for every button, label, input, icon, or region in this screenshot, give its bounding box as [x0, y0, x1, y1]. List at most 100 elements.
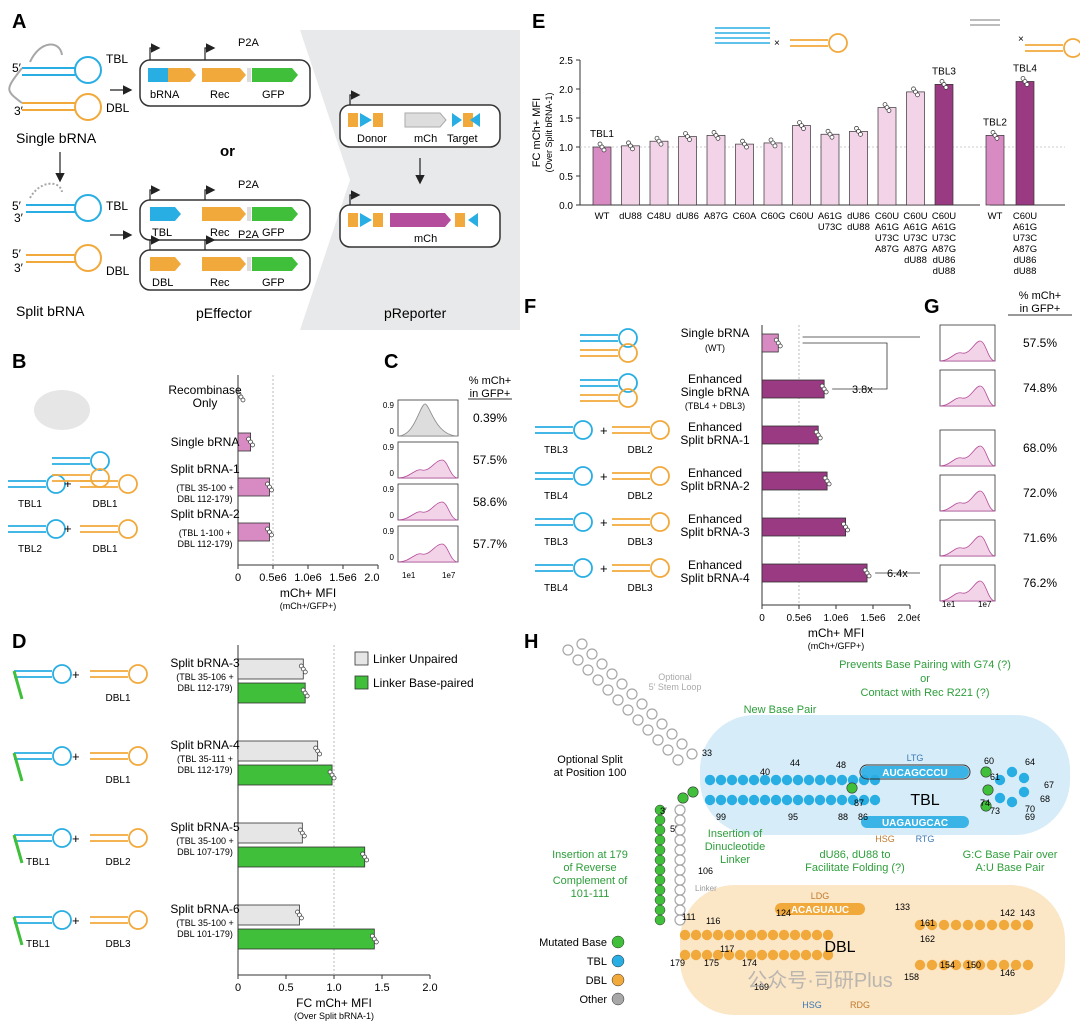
- base-number: 146: [1000, 968, 1015, 978]
- tbl-base: [726, 794, 738, 806]
- group-sublabel: (TBL 35-111 +: [177, 754, 233, 764]
- other-base: [606, 668, 618, 680]
- tbl-structure: [52, 664, 72, 684]
- svg-text:Donor: Donor: [357, 133, 387, 145]
- x-tick-label: C48U: [647, 211, 671, 222]
- data-point: [373, 939, 379, 945]
- svg-text:Target: Target: [447, 133, 478, 145]
- data-point: [331, 775, 337, 781]
- tbl-base: [994, 774, 1006, 786]
- single-brna-structure: [618, 343, 638, 363]
- dbl-base: [778, 949, 790, 961]
- other-base: [674, 914, 686, 926]
- bar-unpaired: [237, 822, 303, 844]
- row-label: Split bRNA-1: [170, 462, 240, 476]
- svg-text:DBL: DBL: [106, 101, 130, 115]
- bar-paired: [237, 764, 333, 786]
- dbl-base: [962, 959, 974, 971]
- legend-swatch-paired: [354, 675, 369, 690]
- dbl-structure: [90, 752, 128, 760]
- plus-sign: +: [600, 423, 608, 438]
- plus-sign: +: [72, 913, 80, 928]
- annotation-text: A:U Base Pair: [975, 862, 1044, 874]
- other-base: [612, 694, 624, 706]
- percent-mch-value: 57.5%: [473, 453, 507, 467]
- y-axis-sublabel: (Over Split bRNA-1): [544, 92, 554, 172]
- x-tick-label: 0.5e6: [786, 613, 811, 624]
- rtg-sequence: UAGAUGCAC: [882, 818, 948, 829]
- percent-mch-value: 0.39%: [473, 411, 507, 425]
- row-sublabel: DBL 112-179): [177, 539, 232, 549]
- tbl-base: [1018, 772, 1030, 784]
- mutated-base: [654, 884, 666, 896]
- annotation-text: G:C Base Pair over: [963, 849, 1058, 861]
- tbl-label: TBL3: [544, 537, 568, 548]
- data-point: [269, 532, 274, 538]
- tbl-structure: [535, 564, 573, 572]
- dbl-structure: [1063, 38, 1080, 58]
- y-tick-label: 1.0: [559, 143, 573, 154]
- x-tick-label: U73C: [875, 233, 899, 244]
- rdg-label: RDG: [850, 1000, 870, 1010]
- svg-text:mCh: mCh: [414, 133, 437, 145]
- tbl-base: [704, 774, 716, 786]
- histogram-curve: [939, 340, 996, 362]
- bar: [621, 145, 640, 206]
- tbl-base: [737, 794, 749, 806]
- svg-text:P2A: P2A: [238, 229, 259, 241]
- single-brna-structure: [52, 457, 90, 465]
- other-base: [674, 834, 686, 846]
- dbl-base: [974, 919, 986, 931]
- fold-change-label: 6.4x: [887, 568, 908, 580]
- bar: [761, 333, 779, 353]
- x-tick-label: dU88: [619, 211, 642, 222]
- dbl-base: [723, 929, 735, 941]
- base-number: 169: [754, 982, 769, 992]
- base-number: 33: [702, 748, 712, 758]
- tbl-structure: [46, 519, 66, 539]
- other-base: [652, 734, 664, 746]
- x-tick-label: 1.5e6: [329, 572, 357, 584]
- annotation-text: 101-111: [571, 888, 610, 900]
- dbl-base: [734, 949, 746, 961]
- base-number: 154: [940, 960, 955, 970]
- bar: [735, 143, 754, 206]
- single-brna-label: Single bRNA: [16, 130, 97, 146]
- x-tick-label: 0.5e6: [259, 572, 287, 584]
- x-axis-label: mCh+ MFI: [280, 586, 336, 600]
- dbl-label: DBL3: [627, 583, 652, 594]
- panel-letter-h: H: [524, 631, 538, 653]
- dbl-base: [701, 949, 713, 961]
- x-tick-label: 1.0e6: [823, 613, 848, 624]
- tbl-base: [759, 794, 771, 806]
- x-tick-label: 1.5e6: [860, 613, 885, 624]
- bar: [237, 477, 270, 497]
- dbl-label: DBL1: [105, 775, 130, 786]
- panel-letter-b: B: [12, 351, 26, 373]
- svg-text:or: or: [220, 143, 235, 160]
- base-number: 48: [836, 760, 846, 770]
- histogram-curve: [939, 385, 996, 407]
- dbl-base: [950, 919, 962, 931]
- data-point: [829, 134, 835, 140]
- other-base: [636, 698, 648, 710]
- tbl-base: [1018, 786, 1030, 798]
- other-base: [662, 744, 674, 756]
- hsg-label: HSG: [875, 834, 895, 844]
- dbl-base: [679, 929, 691, 941]
- y-tick-label: 0.5: [559, 172, 573, 183]
- dbl-structure: [90, 916, 128, 924]
- data-point: [777, 343, 783, 349]
- base-number: 133: [895, 902, 910, 912]
- data-point: [886, 108, 892, 113]
- x-tick-label: C60A: [733, 211, 757, 222]
- stem-loop-note: 5′ Stem Loop: [649, 682, 702, 692]
- bar: [763, 142, 783, 206]
- single-brna-diagram: 5′ 3′ TBL DBL Single bRNA: [8, 43, 130, 146]
- bar: [877, 107, 897, 206]
- base-number: 67: [1044, 780, 1054, 790]
- plus-sign: +: [600, 469, 608, 484]
- bar: [1015, 81, 1035, 206]
